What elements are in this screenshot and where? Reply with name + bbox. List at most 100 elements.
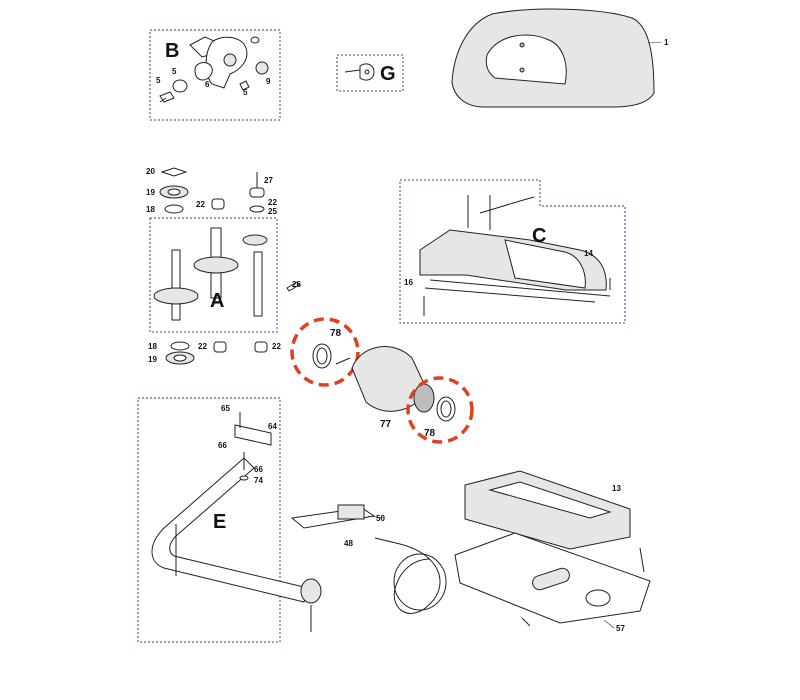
group-b-box (149, 29, 281, 121)
cable-coil (374, 537, 441, 614)
part-number-13: 13 (612, 484, 621, 493)
group-b: B 5 5 5 6 9 (149, 29, 281, 121)
base-screw (521, 617, 531, 627)
shaft-right (253, 251, 263, 317)
part-number-22b: 22 (268, 198, 277, 207)
motor-77-endcap (413, 383, 435, 413)
base-bolt (639, 547, 645, 573)
terminal-block-assembly: 50 48 (290, 504, 447, 614)
bushing-78-right-inner (440, 400, 452, 418)
group-g-box (336, 54, 404, 92)
cover-window (485, 34, 567, 85)
cable-loop (393, 553, 447, 611)
cover-assembly: 1 (451, 8, 669, 108)
base-assembly: 13 57 (454, 470, 651, 633)
group-a: A (149, 217, 278, 333)
group-e-box (137, 397, 281, 643)
part-number-22c: 22 (198, 342, 207, 351)
part-number-64: 64 (268, 422, 277, 431)
part-number-9: 9 (266, 77, 271, 86)
part-number-14: 14 (584, 249, 593, 258)
part-number-18b: 18 (148, 342, 157, 351)
bush-22-a (211, 198, 225, 210)
group-a-box (149, 217, 278, 333)
housing-body-14 (504, 239, 586, 289)
bushing-78-left-inner (316, 347, 328, 365)
highlight-circle-78-left (290, 317, 360, 387)
group-e: 65 64 66 66 74 E (137, 397, 322, 643)
bush-22-c (213, 341, 227, 353)
part-number-66a: 66 (218, 441, 227, 450)
part-number-22a: 22 (196, 200, 205, 209)
part-number-5c: 5 (243, 88, 248, 97)
pin-26 (286, 281, 300, 292)
part-number-57: 57 (616, 624, 625, 633)
circlip-18-top (164, 204, 184, 214)
bearing-19-bottom-inner (173, 354, 187, 362)
part-number-48: 48 (344, 539, 353, 548)
large-gear-center (193, 256, 239, 274)
cover-screw-hole-top (519, 42, 525, 48)
part-number-1: 1 (664, 38, 669, 47)
part-number-22d: 22 (272, 342, 281, 351)
seal-ring-part (160, 167, 188, 177)
part-number-5a: 5 (172, 67, 177, 76)
leader-line-1 (647, 41, 663, 44)
group-c-label: C (532, 225, 546, 247)
lock-bushing-part (172, 79, 188, 93)
bush-22-d (254, 341, 268, 353)
motor-shaft-worm (335, 357, 351, 365)
group-b-label: B (165, 40, 179, 62)
nut-74 (239, 475, 249, 481)
bearing-stack-bottom: 18 19 22 22 (148, 341, 281, 365)
highlight-circle-78-right (406, 376, 474, 444)
base-plate-hole (585, 589, 611, 607)
part-number-27: 27 (264, 176, 273, 185)
leader-line-50 (367, 515, 385, 519)
group-g-label: G (380, 63, 396, 85)
arm-end-bushing (300, 578, 322, 604)
part-number-25: 25 (268, 207, 277, 216)
bearing-19-top-inner (167, 188, 181, 196)
part-number-18a: 18 (146, 205, 155, 214)
lock-cylinder-part (223, 53, 237, 67)
large-gear-left (153, 287, 199, 305)
housing-gasket-16 (424, 279, 611, 303)
washer-25 (249, 205, 265, 213)
part-number-77: 77 (380, 419, 392, 430)
key-part (344, 63, 375, 81)
cover-screw-hole-bottom (519, 67, 525, 73)
part-number-19b: 19 (148, 355, 157, 364)
key-hole (364, 69, 370, 75)
base-plate-slot (532, 567, 570, 591)
part-number-19a: 19 (146, 188, 155, 197)
group-g: G (336, 54, 404, 92)
bracket-64 (234, 424, 272, 446)
bearing-stack-top: 20 19 18 22 27 22 25 (146, 167, 277, 216)
arm-part (151, 457, 309, 603)
leader-line-57 (603, 619, 615, 629)
part-number-16: 16 (404, 278, 413, 287)
part-number-6: 6 (205, 80, 210, 89)
lock-washer-part (255, 61, 269, 75)
group-a-label: A (210, 290, 224, 312)
part-number-65: 65 (221, 404, 230, 413)
part-number-78b: 78 (424, 428, 436, 439)
pin-26-group: 26 (286, 280, 301, 292)
part-number-78a: 78 (330, 328, 342, 339)
bush-22-b (249, 187, 265, 198)
shaft-left (171, 249, 181, 321)
release-lever (479, 196, 535, 214)
lock-lever-part (194, 62, 213, 81)
group-c-box (399, 179, 626, 324)
small-gear-right (242, 234, 268, 246)
part-number-50: 50 (376, 514, 385, 523)
part-number-5b: 5 (156, 76, 161, 85)
lock-screw-part (239, 80, 250, 91)
motor-assembly: 78 77 78 (290, 317, 474, 444)
terminal-block-50 (337, 504, 365, 520)
part-number-66b: 66 (254, 465, 263, 474)
circlip-18-bottom (170, 341, 190, 351)
group-e-label: E (213, 511, 226, 533)
